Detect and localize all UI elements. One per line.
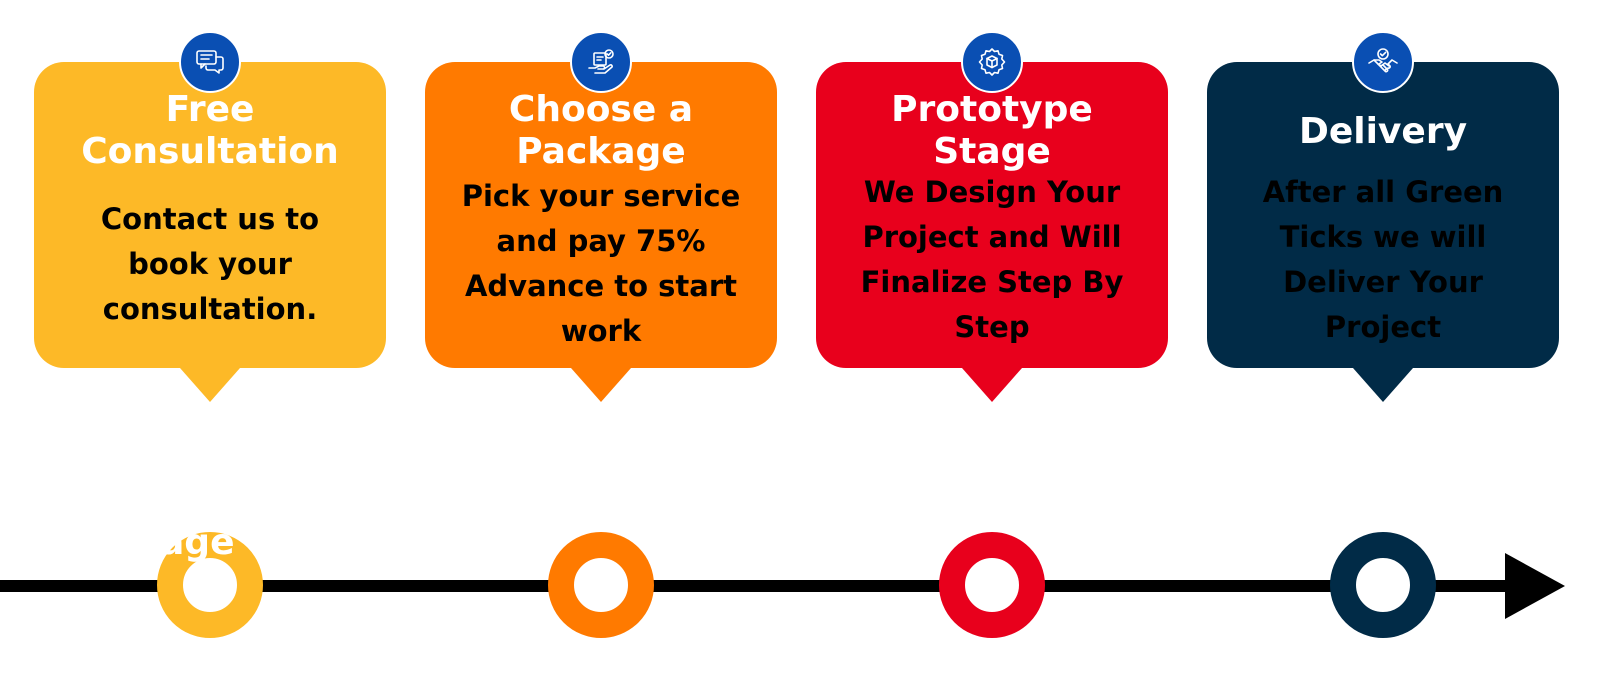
step-description: We Design Your Project and Will Finalize… [860, 175, 1124, 344]
card-pointer [1353, 368, 1413, 402]
chat-icon [196, 50, 224, 74]
card-pointer [180, 368, 240, 402]
step-badge [961, 31, 1023, 93]
step-description: Contact us to book your consultation. [100, 202, 320, 326]
step-title: Delivery [1298, 111, 1468, 152]
card-pointer [571, 368, 631, 402]
step-card-prototype-stage: Prototype Stage We Design Your Project a… [816, 31, 1168, 402]
step-title: Free Consultation [81, 89, 339, 172]
step-title: Prototype Stage [891, 89, 1093, 172]
step-card-delivery: Delivery After all Green Ticks we will D… [1207, 31, 1559, 402]
step-description: After all Green Ticks we will Deliver Yo… [1262, 175, 1504, 344]
step-badge [1352, 31, 1414, 93]
timeline-arrowhead [1505, 553, 1565, 619]
step-title: Choose a Package [508, 89, 694, 172]
step-card-free-consultation: Free Consultation Contact us to book you… [34, 31, 386, 402]
step-badge [179, 31, 241, 93]
timeline-marker-step-4 [1330, 532, 1436, 638]
step-description: Pick your service and pay 75% Advance to… [461, 179, 741, 348]
package-check-icon [588, 49, 614, 74]
overlay-text-fragment: age [160, 522, 235, 563]
timeline-marker-step-2 [548, 532, 654, 638]
step-badge [570, 31, 632, 93]
gear-box-icon [978, 48, 1006, 76]
timeline-marker-step-3 [939, 532, 1045, 638]
card-pointer [962, 368, 1022, 402]
timeline-line [0, 580, 1510, 592]
step-card-choose-package: Choose a Package Pick your service and p… [425, 31, 777, 402]
handshake-icon [1368, 48, 1398, 73]
